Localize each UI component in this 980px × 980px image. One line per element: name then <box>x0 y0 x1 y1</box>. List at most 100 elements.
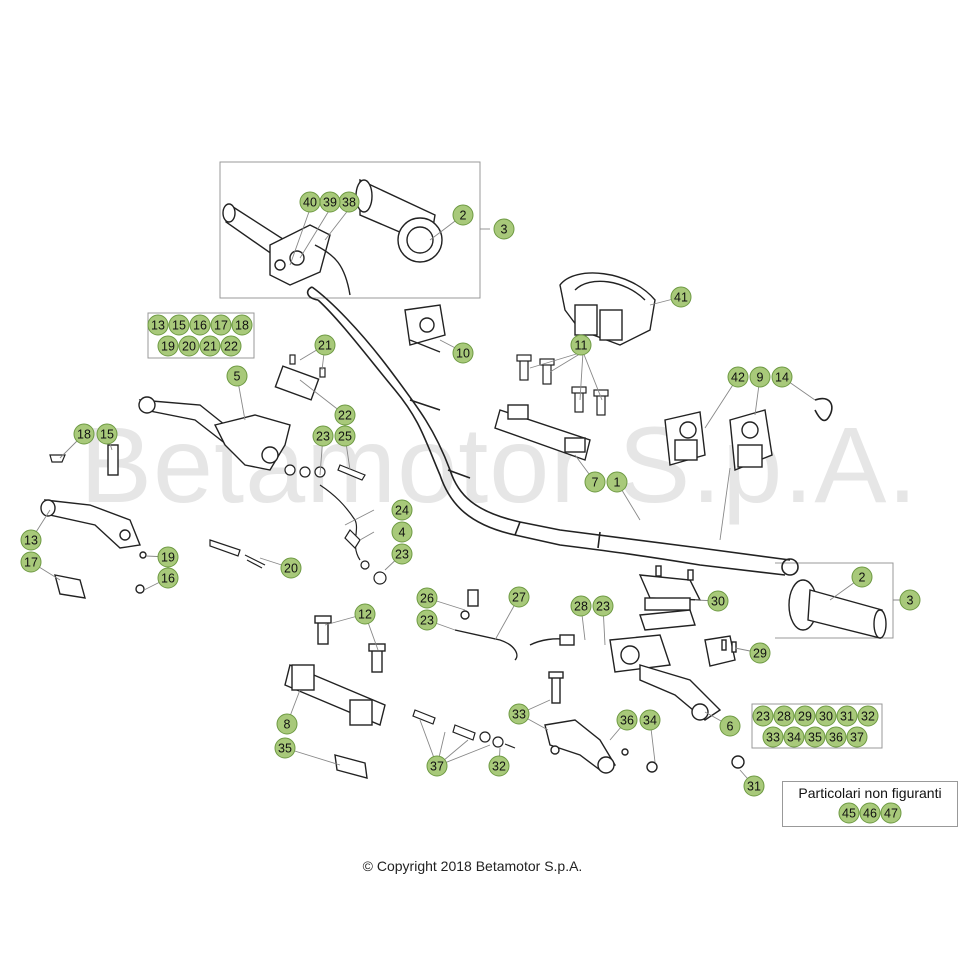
callout-number: 28 <box>574 600 588 614</box>
callout-number: 16 <box>161 572 175 586</box>
small-parts-left <box>49 354 387 585</box>
callout-number: 12 <box>358 608 372 622</box>
callout-group-right-34: 34 <box>783 726 805 748</box>
brake-hose-27 <box>454 589 575 661</box>
callout-c18: 18 <box>73 423 95 445</box>
callout-number: 32 <box>861 710 875 724</box>
callout-c39: 39 <box>319 191 341 213</box>
copyright-text: © Copyright 2018 Betamotor S.p.A. <box>362 858 583 874</box>
pump-parts-group-box <box>751 703 883 749</box>
callout-c25: 25 <box>334 425 356 447</box>
callout-c42: 42 <box>727 366 749 388</box>
callout-c23d: 23 <box>592 595 614 617</box>
callout-group-right-35: 35 <box>804 726 826 748</box>
callout-number: 7 <box>592 476 599 490</box>
callout-number: 31 <box>840 710 854 724</box>
callout-number: 42 <box>731 371 745 385</box>
callout-c16: 16 <box>157 567 179 589</box>
callout-c14: 14 <box>771 366 793 388</box>
callout-number: 22 <box>338 409 352 423</box>
callout-c23c: 23 <box>416 609 438 631</box>
callout-c12: 12 <box>354 603 376 625</box>
callout-number: 33 <box>766 731 780 745</box>
callout-c40: 40 <box>299 191 321 213</box>
callout-number: 1 <box>614 476 621 490</box>
callout-number: 14 <box>775 371 789 385</box>
callout-number: 36 <box>620 714 634 728</box>
callout-group-right-33: 33 <box>762 726 784 748</box>
lever-parts-group-box <box>147 312 255 359</box>
callout-number: 19 <box>161 551 175 565</box>
callout-number: 17 <box>214 319 228 333</box>
callout-number: 11 <box>575 339 588 353</box>
callout-group-left-15: 15 <box>168 314 190 336</box>
callout-number: 37 <box>850 731 864 745</box>
clamp-bolts-11 <box>516 354 609 416</box>
callout-c29: 29 <box>749 642 771 664</box>
callout-markers: 1223345678910111213141516171819202122232… <box>20 191 921 797</box>
callout-number: 8 <box>284 718 291 732</box>
callout-number: 5 <box>234 370 241 384</box>
callout-number: 13 <box>151 319 165 333</box>
callout-number: 38 <box>342 196 356 210</box>
callout-number: 21 <box>203 340 217 354</box>
callout-c8: 8 <box>276 713 298 735</box>
callout-c23b: 23 <box>391 543 413 565</box>
callout-group-left-17: 17 <box>210 314 232 336</box>
callout-number: 39 <box>323 196 337 210</box>
callout-number: 18 <box>77 428 91 442</box>
callout-group-left-22: 22 <box>220 335 242 357</box>
callout-c3b: 3 <box>899 589 921 611</box>
callout-c2a: 2 <box>452 204 474 226</box>
callout-number: 28 <box>777 710 791 724</box>
callout-number: 37 <box>430 760 444 774</box>
right-grip <box>788 579 887 639</box>
callout-group-right-31: 31 <box>836 705 858 727</box>
callout-c37: 37 <box>426 755 448 777</box>
callout-number: 29 <box>798 710 812 724</box>
callout-c9: 9 <box>749 366 771 388</box>
switches-42-9 <box>664 409 773 471</box>
callout-group-right-29: 29 <box>794 705 816 727</box>
callout-number: 33 <box>512 708 526 722</box>
callout-c15: 15 <box>96 423 118 445</box>
callout-number: 35 <box>808 731 822 745</box>
callout-group-right-30: 30 <box>815 705 837 727</box>
callout-number: 15 <box>100 428 114 442</box>
throttle-assembly <box>222 178 443 296</box>
callout-group-right-23: 23 <box>752 705 774 727</box>
callout-group-left-13: 13 <box>147 314 169 336</box>
throttle-group-box <box>219 161 481 299</box>
callout-number: 40 <box>303 196 317 210</box>
callout-number: 3 <box>907 594 914 608</box>
callout-number: 16 <box>193 319 207 333</box>
callout-number: 3 <box>501 223 508 237</box>
handlebar-pad-41 <box>559 272 656 346</box>
callout-number: 30 <box>819 710 833 724</box>
callout-number: 34 <box>787 731 801 745</box>
callout-group-left-16: 16 <box>189 314 211 336</box>
callout-c24: 24 <box>391 499 413 521</box>
callout-c36: 36 <box>616 709 638 731</box>
callout-number: 2 <box>859 571 866 585</box>
leader-lines <box>30 208 910 787</box>
callout-c21: 21 <box>314 334 336 356</box>
callout-c2b: 2 <box>851 566 873 588</box>
clutch-lever-13 <box>40 444 147 599</box>
callout-number: 22 <box>224 340 238 354</box>
callout-number: 41 <box>674 291 688 305</box>
callout-c32: 32 <box>488 755 510 777</box>
callout-group-left-19: 19 <box>157 335 179 357</box>
callout-number: 27 <box>512 591 526 605</box>
callout-c20: 20 <box>280 557 302 579</box>
callout-number: 23 <box>756 710 770 724</box>
callout-number: 32 <box>492 760 506 774</box>
callout-number: 23 <box>420 614 434 628</box>
callout-number: 18 <box>235 319 249 333</box>
callout-number: 23 <box>316 430 330 444</box>
callout-number: 24 <box>395 504 409 518</box>
callout-number: 17 <box>24 556 38 570</box>
wire-14 <box>814 397 833 422</box>
callout-c17: 17 <box>20 551 42 573</box>
